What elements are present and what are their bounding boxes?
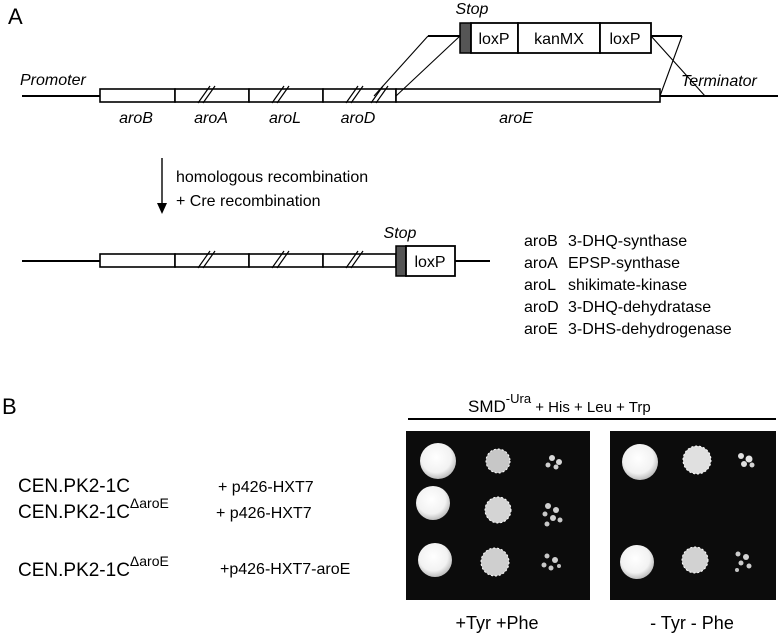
result-construct	[22, 245, 490, 277]
legend-enzyme-aroL: shikimate-kinase	[568, 277, 687, 294]
kanmx-box	[517, 22, 601, 54]
result-loxp-box	[405, 245, 456, 277]
medium-label: SMD-Ura + His + Leu + Trp	[468, 391, 651, 416]
overlap-marks	[197, 85, 389, 104]
strain-labels: CEN.PK2-1C + p426-HXT7 CEN.PK2-1CΔaroE +…	[18, 476, 350, 581]
result-stop-block	[395, 245, 407, 277]
gene-label-aroD: aroD	[341, 110, 376, 127]
gene-box-aroE	[395, 88, 661, 103]
gene-label-aroE: aroE	[499, 110, 533, 127]
legend-enzyme-aroE: 3-DHS-dehydrogenase	[568, 321, 732, 338]
gene-label-aroB: aroB	[119, 110, 153, 127]
strain-2-plasmid: + p426-HXT7	[216, 505, 312, 522]
legend-gene-aroD: aroD	[524, 299, 559, 316]
stop-label-top: Stop	[456, 1, 489, 18]
strain-3-label: CEN.PK2-1CΔaroE	[18, 553, 169, 581]
legend-gene-aroE: aroE	[524, 321, 558, 338]
loxp-box-2	[599, 22, 652, 54]
legend-gene-aroB: aroB	[524, 233, 558, 250]
legend-gene-aroL: aroL	[524, 277, 556, 294]
recombination-text-2: + Cre recombination	[176, 193, 321, 210]
gene-label-aroA: aroA	[194, 110, 228, 127]
plate-right-label: - Tyr - Phe	[650, 613, 734, 633]
promoter-label: Promoter	[20, 72, 86, 89]
loxp-box-1	[470, 22, 519, 54]
svg-text:CEN.PK2-1C: CEN.PK2-1C	[18, 476, 130, 497]
plate-right	[610, 431, 776, 600]
enzyme-legend: aroB 3-DHQ-synthase aroA EPSP-synthase a…	[524, 233, 732, 338]
strain-3-plasmid: +p426-HXT7-aroE	[220, 561, 350, 578]
recombination-arrow	[157, 158, 167, 214]
loxp-label-result: loxP	[414, 254, 445, 271]
stop-codon-block	[459, 22, 472, 54]
gene-box-aroB	[99, 88, 176, 103]
kanmx-label: kanMX	[534, 31, 584, 48]
panel-b-label: B	[2, 394, 17, 419]
crossover-lines	[373, 35, 706, 97]
terminator-label: Terminator	[681, 73, 758, 90]
strain-1-plasmid: + p426-HXT7	[218, 479, 314, 496]
loxp-label-2: loxP	[609, 31, 640, 48]
panel-a-label: A	[8, 4, 23, 29]
plate-left	[406, 431, 590, 600]
loxp-label-1: loxP	[478, 31, 509, 48]
gene-label-aroL: aroL	[269, 110, 301, 127]
stop-label-result: Stop	[384, 225, 417, 242]
legend-gene-aroA: aroA	[524, 255, 558, 272]
legend-enzyme-aroA: EPSP-synthase	[568, 255, 680, 272]
plate-left-label: +Tyr +Phe	[455, 613, 538, 633]
insertion-cassette	[428, 22, 682, 54]
recombination-text-1: homologous recombination	[176, 169, 368, 186]
strain-2-label: CEN.PK2-1CΔaroE	[18, 495, 169, 523]
legend-enzyme-aroB: 3-DHQ-synthase	[568, 233, 687, 250]
legend-enzyme-aroD: 3-DHQ-dehydratase	[568, 299, 711, 316]
